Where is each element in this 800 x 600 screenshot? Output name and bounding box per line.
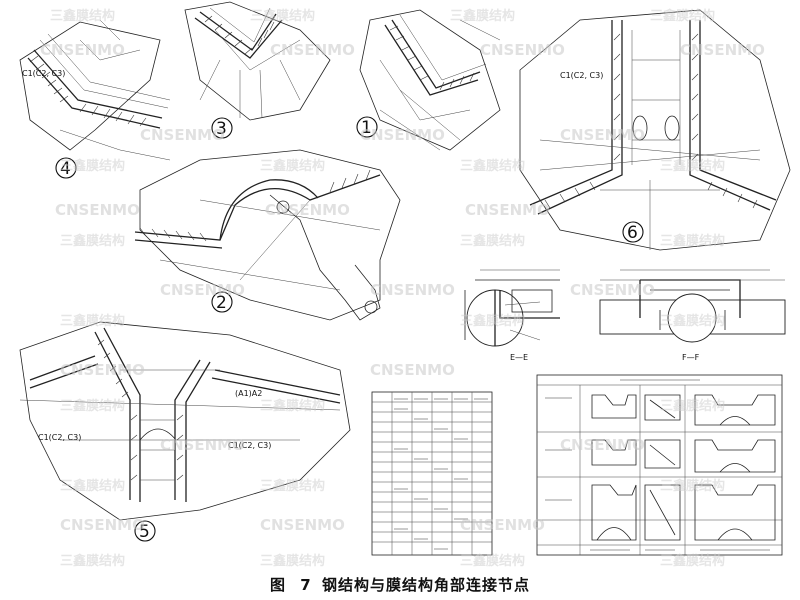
member-detail-table [536,374,783,556]
caption-text: 钢结构与膜结构角部连接节点 [321,576,530,594]
watermark-cn: 三鑫膜结构 [660,398,725,414]
watermark-cn: 三鑫膜结构 [60,233,125,249]
detail-1: 1 [356,9,501,151]
a1a2-label: (A1)A2 [235,389,262,398]
watermark-latin: CNSENMO [140,126,225,144]
watermark-latin: CNSENMO [270,41,355,59]
watermark-latin: CNSENMO [40,41,125,59]
watermark-cn: 三鑫膜结构 [260,398,325,414]
watermark-latin: CNSENMO [460,516,545,534]
watermark-cn: 三鑫膜结构 [260,158,325,174]
watermark-latin: CNSENMO [160,436,245,454]
watermark-cn: 三鑫膜结构 [450,8,515,24]
watermark-latin: CNSENMO [60,516,145,534]
watermark-cn: 三鑫膜结构 [660,233,725,249]
watermark-cn: 三鑫膜结构 [60,398,125,414]
watermark-cn: 三鑫膜结构 [60,158,125,174]
watermark-cn: 三鑫膜结构 [460,553,525,569]
watermark-latin: CNSENMO [265,201,350,219]
watermark-cn: 三鑫膜结构 [250,8,315,24]
detail-number-5: 5 [139,522,150,542]
watermark-cn: 三鑫膜结构 [60,478,125,494]
watermark-cn: 三鑫膜结构 [460,158,525,174]
c1-label-b: C1(C2, C3) [560,71,603,80]
watermark-cn: 三鑫膜结构 [660,478,725,494]
caption-prefix: 图 [270,576,287,594]
detail-6: 6 C1(C2, C3) [519,9,791,251]
watermark-cn: 三鑫膜结构 [460,233,525,249]
watermark-latin: CNSENMO [680,41,765,59]
watermark-latin: CNSENMO [480,41,565,59]
watermark-latin: CNSENMO [55,201,140,219]
connection-node-drawing: 4 C1(C2, C3) 3 1 6 C1(C2, C3) [19,1,791,569]
watermark-cn: 三鑫膜结构 [660,158,725,174]
watermark-cn: 三鑫膜结构 [660,313,725,329]
c1-label-c: C1(C2, C3) [38,433,81,442]
watermark-latin: CNSENMO [260,516,345,534]
watermark-latin: CNSENMO [465,201,550,219]
detail-number-1: 1 [361,118,372,138]
watermark-cn: 三鑫膜结构 [260,478,325,494]
watermark-latin: CNSENMO [60,361,145,379]
section-f-label: F—F [682,353,700,362]
c1-label-d: C1(C2, C3) [228,441,271,450]
section-e-e: E—E [464,269,560,362]
detail-number-4: 4 [60,159,71,179]
detail-2: 2 [134,149,401,321]
watermark-latin: CNSENMO [370,281,455,299]
section-f-f: F—F [599,269,786,362]
detail-4: 4 C1(C2, C3) [19,19,171,179]
watermark-latin: CNSENMO [160,281,245,299]
watermark-cn: 三鑫膜结构 [60,553,125,569]
watermark-latin: CNSENMO [360,126,445,144]
caption-number: 7 [300,576,312,594]
watermark-cn: 三鑫膜结构 [60,313,125,329]
detail-number-2: 2 [216,293,227,313]
watermark-cn: 三鑫膜结构 [50,8,115,24]
watermark-latin: CNSENMO [370,361,455,379]
watermark-cn: 三鑫膜结构 [650,8,715,24]
watermark-latin: CNSENMO [570,281,655,299]
member-table [371,391,493,556]
c1-label-a: C1(C2, C3) [22,69,65,78]
detail-5: 5 (A1)A2 C1(C2, C3) C1(C2, C3) [19,321,351,542]
detail-number-3: 3 [216,119,227,139]
watermark-cn: 三鑫膜结构 [660,553,725,569]
watermark-cn: 三鑫膜结构 [460,313,525,329]
watermark-cn: 三鑫膜结构 [260,553,325,569]
watermark-latin: CNSENMO [560,126,645,144]
detail-3: 3 [184,1,331,139]
watermark-layer: 三鑫膜结构 三鑫膜结构 三鑫膜结构 三鑫膜结构 CNSENMO CNSENMO … [40,8,765,569]
section-e-label: E—E [510,353,528,362]
detail-number-6: 6 [627,223,638,243]
figure-caption: 图 7 钢结构与膜结构角部连接节点 [0,574,800,600]
watermark-latin: CNSENMO [560,436,645,454]
